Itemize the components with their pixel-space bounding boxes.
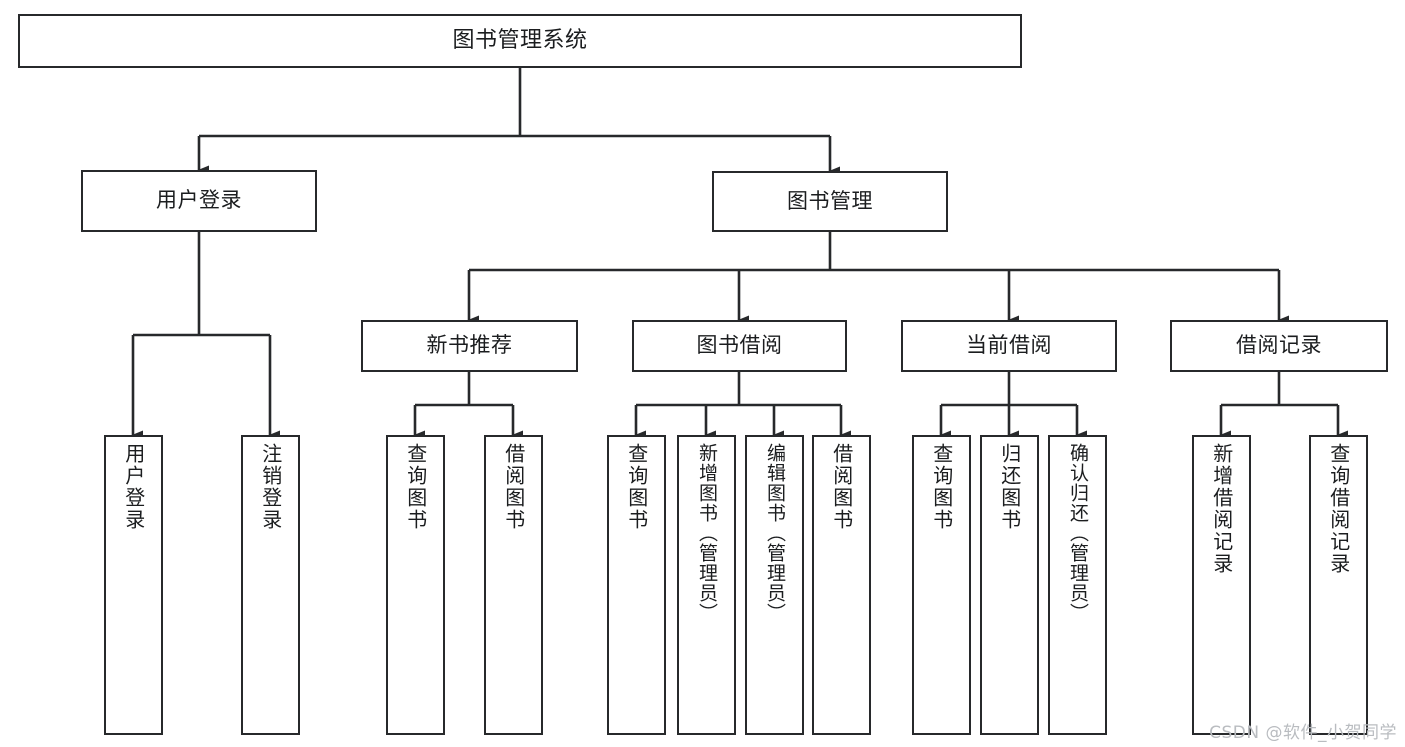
leaf-current-query-book[interactable]: 查询图书	[912, 435, 971, 735]
leaf-label: 借阅图书	[501, 443, 526, 531]
leaf-label: 归还图书	[997, 443, 1022, 531]
node-root-label: 图书管理系统	[452, 27, 588, 53]
leaf-label: 新增借阅记录	[1209, 443, 1234, 575]
leaf-borrow-add-book-admin[interactable]: 新增图书（管理员）	[677, 435, 736, 735]
node-book-management[interactable]: 图书管理	[712, 171, 948, 232]
leaf-new-book-borrow-book[interactable]: 借阅图书	[484, 435, 543, 735]
node-new-book-recommend-label: 新书推荐	[426, 333, 513, 358]
leaf-label: 确认归还（管理员）	[1067, 443, 1090, 623]
node-borrow-record-label: 借阅记录	[1236, 333, 1322, 358]
leaf-borrow-edit-book-admin[interactable]: 编辑图书（管理员）	[745, 435, 804, 735]
leaf-label: 注销登录	[258, 443, 283, 531]
leaf-label: 查询图书	[403, 443, 428, 531]
node-root-book-management-system[interactable]: 图书管理系统	[18, 14, 1022, 68]
node-current-borrow[interactable]: 当前借阅	[901, 320, 1117, 372]
node-borrow-record[interactable]: 借阅记录	[1170, 320, 1388, 372]
node-user-login-label: 用户登录	[156, 188, 242, 213]
leaf-new-book-query-book[interactable]: 查询图书	[386, 435, 445, 735]
leaf-label: 借阅图书	[829, 443, 854, 531]
leaf-current-return-book[interactable]: 归还图书	[980, 435, 1039, 735]
leaf-borrow-query-book[interactable]: 查询图书	[607, 435, 666, 735]
leaf-label: 新增图书（管理员）	[696, 443, 719, 623]
leaf-label: 查询借阅记录	[1326, 443, 1351, 575]
csdn-watermark: CSDN @软件_小贺同学	[1209, 723, 1397, 743]
node-book-management-label: 图书管理	[787, 188, 873, 213]
leaf-label: 编辑图书（管理员）	[764, 443, 787, 623]
leaf-record-add-record[interactable]: 新增借阅记录	[1192, 435, 1251, 735]
leaf-label: 用户登录	[121, 443, 146, 531]
leaf-label: 查询图书	[624, 443, 649, 531]
node-current-borrow-label: 当前借阅	[966, 333, 1052, 358]
node-new-book-recommend[interactable]: 新书推荐	[361, 320, 578, 372]
node-book-borrow-label: 图书借阅	[696, 333, 783, 358]
leaf-borrow-borrow-book[interactable]: 借阅图书	[812, 435, 871, 735]
node-user-login[interactable]: 用户登录	[81, 170, 317, 232]
leaf-record-query-record[interactable]: 查询借阅记录	[1309, 435, 1368, 735]
leaf-user-login-logout[interactable]: 注销登录	[241, 435, 300, 735]
node-book-borrow[interactable]: 图书借阅	[632, 320, 847, 372]
leaf-user-login-login[interactable]: 用户登录	[104, 435, 163, 735]
leaf-label: 查询图书	[929, 443, 954, 531]
leaf-current-confirm-return-admin[interactable]: 确认归还（管理员）	[1048, 435, 1107, 735]
